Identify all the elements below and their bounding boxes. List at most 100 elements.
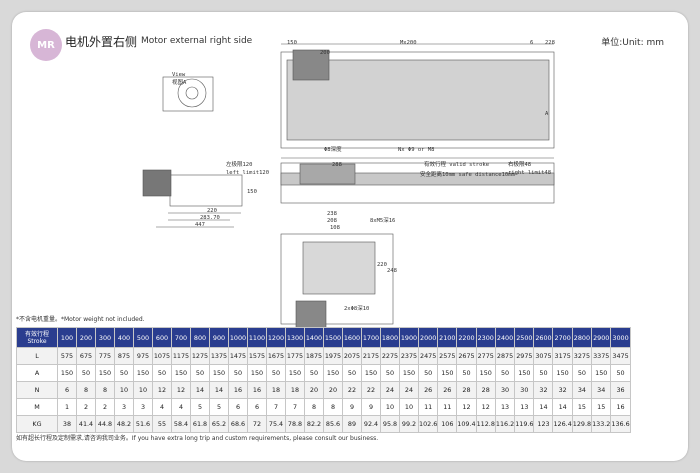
table-cell: 99.2: [399, 415, 419, 433]
dim-447: 447: [195, 222, 205, 228]
row-label: M: [16, 398, 58, 416]
table-cell: 150: [57, 364, 77, 382]
table-cell: 10: [133, 381, 153, 399]
table-cell: 55: [152, 415, 172, 433]
row-label: N: [16, 381, 58, 399]
table-cell: 1975: [323, 347, 343, 365]
top-motor-block: [292, 49, 330, 81]
table-cell: 50: [342, 364, 362, 382]
stroke-header-cell: 200: [76, 327, 96, 348]
table-cell: 30: [494, 381, 516, 399]
dim-288: 288: [332, 162, 342, 168]
stroke-header-cell: 2400: [494, 327, 516, 348]
table-cell: 30: [514, 381, 535, 399]
dim-228: 228: [545, 40, 555, 46]
table-cell: 50: [610, 364, 631, 382]
table-cell: 50: [114, 364, 134, 382]
mr-badge: MR: [30, 29, 62, 61]
table-cell: 2375: [399, 347, 419, 365]
table-cell: 13: [494, 398, 516, 416]
motor-weight-note: *不含电机重量。*Motor weight not included.: [16, 316, 145, 323]
table-corner-header: 有效行程 Stroke: [16, 327, 58, 348]
stroke-header-cn: 有效行程: [24, 330, 49, 338]
stroke-header-cell: 3000: [610, 327, 631, 348]
table-cell: 26: [417, 381, 439, 399]
table-cell: 136.6: [610, 415, 631, 433]
table-cell: 8: [323, 398, 343, 416]
table-cell: 50: [533, 364, 554, 382]
table-cell: 8: [95, 381, 115, 399]
table-cell: 16: [228, 381, 248, 399]
table-cell: 72: [247, 415, 267, 433]
stroke-header-cell: 1800: [380, 327, 400, 348]
table-cell: 58.4: [171, 415, 191, 433]
table-cell: 3475: [610, 347, 631, 365]
table-cell: 875: [114, 347, 134, 365]
table-cell: 1475: [228, 347, 248, 365]
table-cell: 1375: [209, 347, 229, 365]
table-cell: 11: [417, 398, 439, 416]
table-cell: 50: [494, 364, 516, 382]
table-cell: 109.4: [456, 415, 477, 433]
dim-nx-phi9: Nx Φ9 or M8: [398, 147, 434, 153]
stroke-header-cell: 400: [114, 327, 134, 348]
table-cell: 675: [76, 347, 96, 365]
stroke-header-cell: 1700: [361, 327, 381, 348]
dim-200: 200: [320, 50, 330, 56]
table-cell: 18: [285, 381, 305, 399]
table-cell: 126.4: [552, 415, 573, 433]
dim-220: 220: [207, 208, 217, 214]
table-cell: 50: [417, 364, 439, 382]
table-cell: 41.4: [76, 415, 96, 433]
stroke-header-en: Stroke: [27, 337, 47, 345]
table-cell: 2: [76, 398, 96, 416]
table-cell: 150: [361, 364, 381, 382]
safe-distance: 安全距离10mm safe distance10mm: [420, 170, 516, 178]
table-cell: 975: [133, 347, 153, 365]
stroke-header-cell: 2700: [552, 327, 573, 348]
table-cell: 50: [380, 364, 400, 382]
dim-220b: 220: [377, 262, 387, 268]
table-cell: 11: [437, 398, 458, 416]
table-cell: 5: [190, 398, 210, 416]
table-cell: 12: [456, 398, 477, 416]
table-cell: 28: [456, 381, 477, 399]
table-cell: 150: [514, 364, 535, 382]
table-cell: 3: [133, 398, 153, 416]
unit-label: 单位:Unit: mm: [601, 38, 664, 48]
stroke-header-cell: 2800: [571, 327, 593, 348]
dim-6: 6: [530, 40, 533, 46]
stroke-header-cell: 2200: [456, 327, 477, 348]
table-cell: 112.8: [475, 415, 496, 433]
table-cell: 14: [552, 398, 573, 416]
table-cell: 18: [266, 381, 286, 399]
technical-drawing: 150 200 Mx200 228 6 View 视图A A Φ8深度 Nx Φ…: [142, 40, 555, 330]
table-cell: 22: [342, 381, 362, 399]
table-cell: 82.2: [304, 415, 324, 433]
bottom-carriage-plate: [302, 241, 376, 295]
table-cell: 106: [437, 415, 458, 433]
table-cell: 2775: [475, 347, 496, 365]
table-cell: 775: [95, 347, 115, 365]
table-cell: 6: [247, 398, 267, 416]
stroke-header-cell: 2000: [417, 327, 439, 348]
table-cell: 50: [152, 364, 172, 382]
table-cell: 1875: [304, 347, 324, 365]
dim-208: 208: [327, 218, 337, 224]
table-cell: 150: [399, 364, 419, 382]
stroke-header-cell: 800: [190, 327, 210, 348]
table-cell: 2075: [342, 347, 362, 365]
left-limit: 左极限120: [226, 160, 252, 168]
table-cell: 12: [152, 381, 172, 399]
table-cell: 8: [76, 381, 96, 399]
table-cell: 1175: [171, 347, 191, 365]
table-cell: 32: [552, 381, 573, 399]
table-cell: 3275: [571, 347, 593, 365]
table-cell: 150: [475, 364, 496, 382]
row-label: L: [16, 347, 58, 365]
left-limit-en: left limit120: [226, 170, 269, 176]
table-cell: 24: [380, 381, 400, 399]
stroke-label: 有效行程 valid stroke: [424, 160, 489, 168]
